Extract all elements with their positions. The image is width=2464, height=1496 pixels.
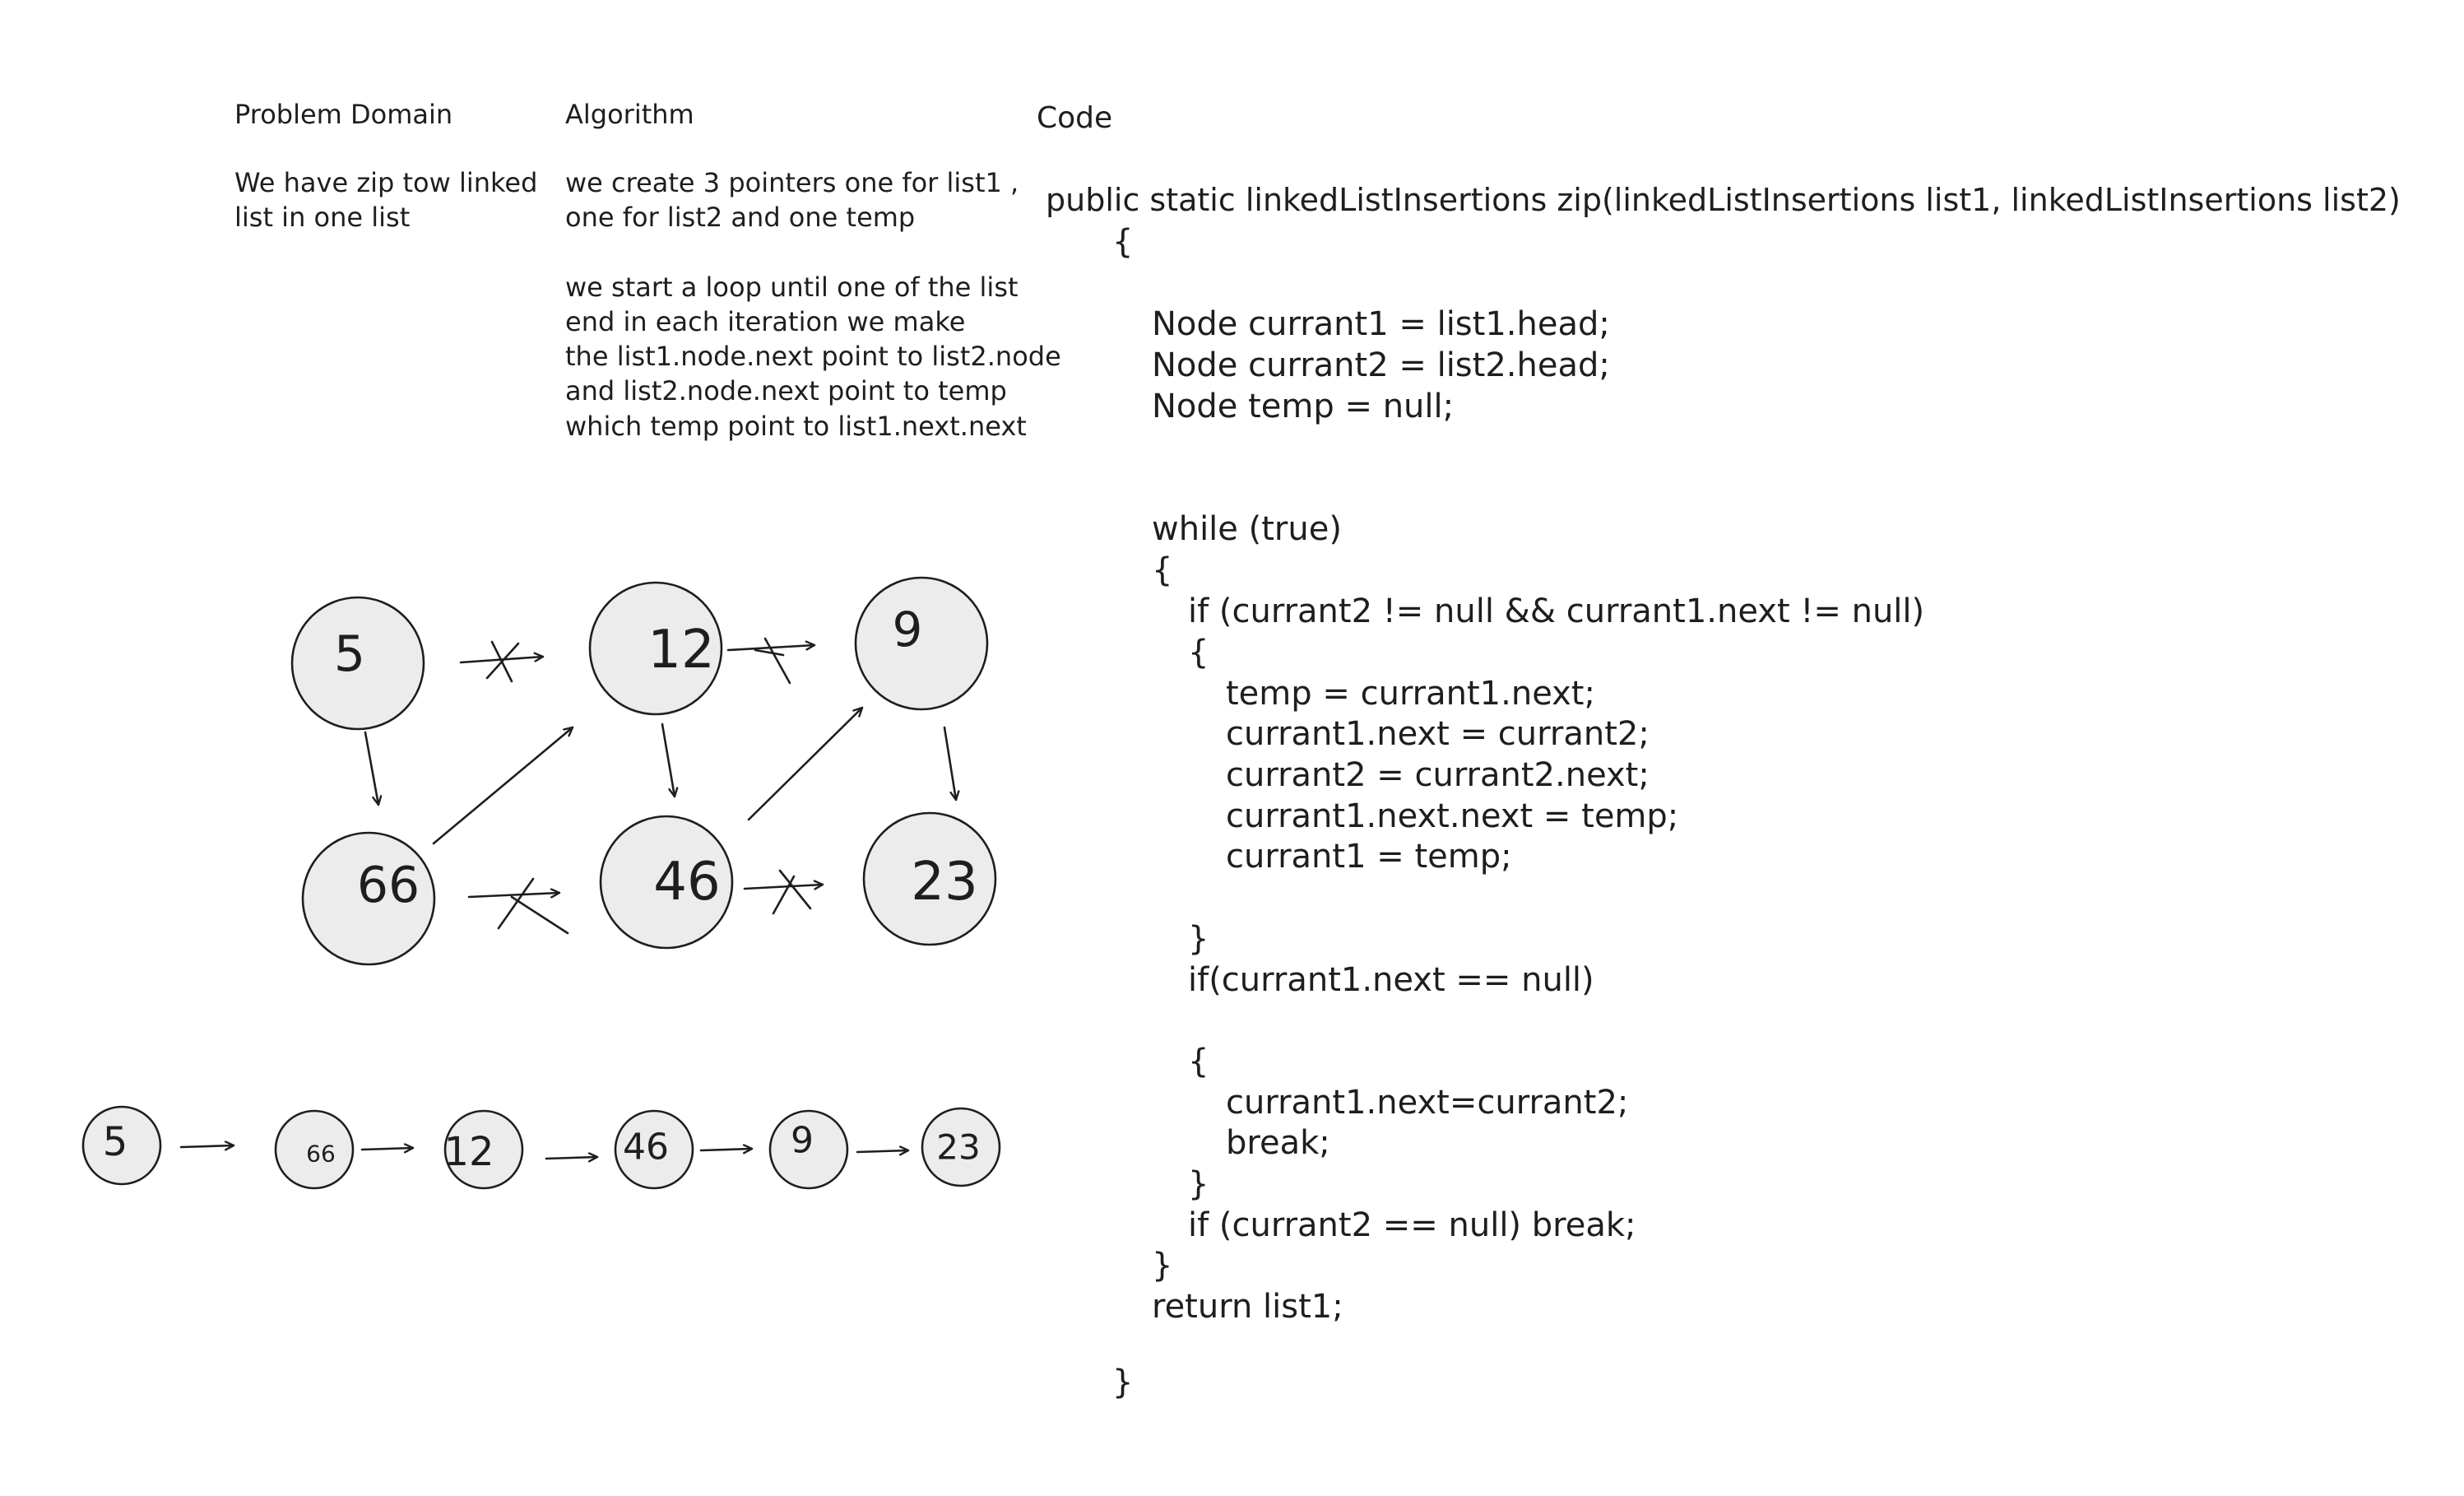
list2-node: 46	[599, 815, 734, 950]
result-node: 66	[274, 1109, 355, 1190]
arrow-crossed	[726, 637, 814, 685]
code-open-brace: {	[1112, 223, 1134, 261]
code-line: currant1 = temp;	[1226, 838, 1512, 876]
code-line: Node currant2 = list2.head;	[1152, 346, 1610, 384]
code-line: currant1.next=currant2;	[1226, 1084, 1629, 1122]
code-line: currant1.next = currant2;	[1226, 715, 1650, 753]
arrow	[661, 722, 675, 797]
result-node: 5	[81, 1105, 162, 1186]
code-line: return list1;	[1152, 1288, 1343, 1326]
arrow	[432, 727, 573, 845]
node-value: 9	[893, 602, 923, 657]
result-node: 9	[768, 1109, 849, 1190]
algorithm-line-8: which temp point to list1.next.next	[565, 411, 1027, 442]
code-line: currant1.next.next = temp;	[1226, 797, 1679, 835]
arrow	[179, 1145, 235, 1147]
arrow-crossed	[459, 640, 543, 683]
list2-node: 23	[862, 811, 997, 946]
code-close-brace: }	[1112, 1364, 1134, 1401]
arrow-crossed	[743, 869, 823, 915]
code-heading: Code	[1037, 101, 1113, 135]
node-value: 9	[791, 1120, 814, 1162]
code-line: currant2 = currant2.next;	[1226, 756, 1650, 794]
arrow	[364, 731, 378, 805]
problem-domain-heading: Problem Domain	[234, 99, 453, 130]
algorithm-line-6: the list1.node.next point to list2.node	[565, 341, 1061, 372]
code-line: temp = currant1.next;	[1226, 675, 1595, 713]
arrow	[545, 1157, 599, 1159]
arrow	[360, 1148, 415, 1150]
list1-node: 5	[290, 596, 425, 731]
node-value: 23	[911, 852, 977, 913]
code-line: if (currant2 != null && currant1.next !=…	[1188, 592, 1925, 630]
code-line: {	[1188, 634, 1209, 671]
node-value: 12	[647, 620, 714, 681]
node-value: 66	[357, 857, 420, 914]
list1-node: 12	[588, 581, 723, 716]
arrow-crossed	[467, 877, 569, 935]
code-line: {	[1188, 1043, 1209, 1080]
node-value: 66	[306, 1141, 336, 1168]
algorithm-heading: Algorithm	[565, 99, 694, 130]
code-line: }	[1188, 1165, 1209, 1203]
node-value: 46	[623, 1127, 669, 1168]
algorithm-line-7: and list2.node.next point to temp	[565, 375, 1007, 407]
arrow	[747, 708, 862, 821]
code-line: {	[1152, 551, 1173, 589]
code-line: while (true)	[1152, 510, 1342, 548]
list1-node: 9	[854, 576, 989, 711]
problem-domain-line-1: We have zip tow linked	[234, 167, 538, 198]
node-value: 5	[334, 625, 365, 683]
code-line: Node currant1 = list1.head;	[1152, 305, 1610, 343]
result-node: 46	[614, 1109, 694, 1190]
code-line: if (currant2 == null) break;	[1188, 1206, 1636, 1244]
code-line: Node temp = null;	[1152, 388, 1455, 425]
node-value: 46	[653, 852, 720, 913]
node-value: 5	[103, 1119, 128, 1165]
result-node: 23	[921, 1107, 1001, 1187]
code-line: }	[1152, 1247, 1173, 1285]
arrow	[699, 1149, 754, 1150]
arrow	[856, 1150, 910, 1152]
problem-domain-line-2: list in one list	[234, 202, 411, 233]
list2-node: 66	[301, 831, 436, 966]
code-signature: public static linkedListInsertions zip(l…	[1046, 182, 2401, 218]
code-line: break;	[1226, 1124, 1330, 1162]
algorithm-line-5: end in each iteration we make	[565, 306, 966, 337]
arrow	[943, 726, 956, 800]
algorithm-line-4: we start a loop until one of the list	[565, 272, 1019, 303]
code-line: if(currant1.next == null)	[1188, 961, 1594, 999]
algorithm-line-1: we create 3 pointers one for list1 ,	[565, 167, 1019, 198]
algorithm-line-2: one for list2 and one temp	[565, 202, 916, 233]
node-value: 12	[443, 1129, 494, 1175]
code-line: }	[1188, 920, 1209, 958]
result-node: 12	[443, 1109, 524, 1190]
node-value: 23	[936, 1127, 980, 1168]
